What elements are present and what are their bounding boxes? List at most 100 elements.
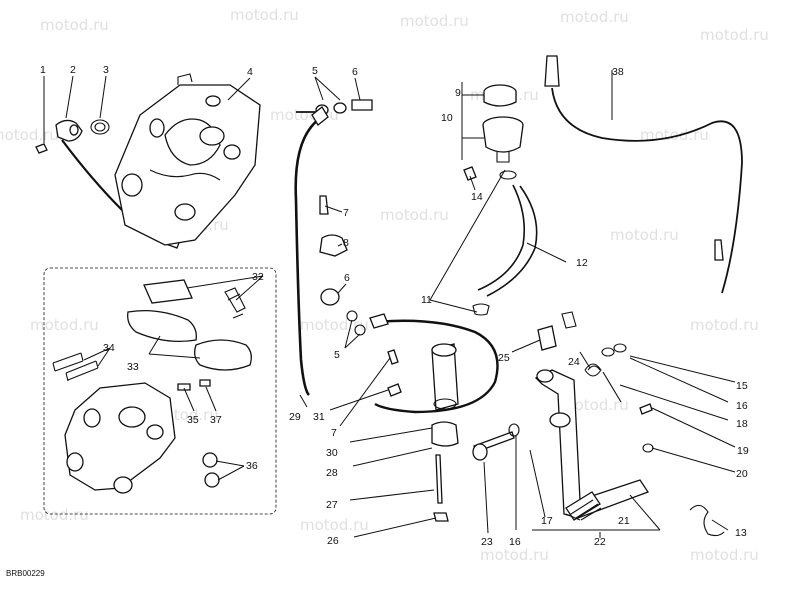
pad-spring — [224, 287, 246, 319]
bleed-screw-cap — [199, 379, 211, 387]
master-cylinder-bottom — [433, 398, 457, 410]
screw — [387, 383, 402, 397]
bleed-screw — [177, 383, 191, 391]
reservoir-body — [482, 124, 524, 153]
caliper-mount-hole — [66, 452, 84, 472]
callout-4: 4 — [247, 66, 253, 78]
brake-pedal — [534, 369, 649, 519]
watermark: motod.ru — [380, 206, 449, 224]
callout-27: 27 — [326, 499, 338, 511]
callout-16: 16 — [509, 536, 521, 548]
hose-end — [369, 313, 389, 329]
nut — [642, 443, 654, 453]
watermark: motod.ru — [480, 546, 549, 564]
watermark: motod.ru — [560, 396, 629, 414]
reservoir-neck — [496, 152, 510, 163]
hose-bracket — [319, 234, 348, 257]
switch-bracket — [561, 311, 577, 329]
rear-caliper-assembly — [35, 73, 261, 249]
callout-18: 18 — [736, 418, 748, 430]
pin-cap-end — [69, 124, 79, 136]
callout-29: 29 — [289, 411, 301, 423]
callout-23: 23 — [481, 536, 493, 548]
caliper-mount-hole — [121, 173, 143, 197]
bleed-screw — [35, 143, 48, 154]
callout-35: 35 — [187, 414, 199, 426]
washer — [613, 343, 627, 353]
caliper-mount-hole — [174, 203, 196, 221]
dust-boot — [202, 452, 218, 468]
screw — [319, 195, 329, 215]
callout-20: 20 — [736, 468, 748, 480]
banjo-fitting — [311, 106, 329, 126]
callout-7: 7 — [331, 427, 337, 439]
watermark-layer: motod.ru motod.ru motod.ru motod.ru moto… — [0, 6, 769, 564]
screw — [639, 403, 653, 415]
callout-13: 13 — [735, 527, 747, 539]
watermark: motod.ru — [300, 516, 369, 534]
watermark: motod.ru — [690, 546, 759, 564]
pedal-rubber-ribs — [570, 499, 602, 521]
callout-30: 30 — [326, 447, 338, 459]
caliper-piston — [118, 406, 146, 428]
push-rod — [435, 454, 443, 504]
callout-21: 21 — [618, 515, 630, 527]
watermark: motod.ru — [700, 26, 769, 44]
callout-3: 3 — [103, 64, 109, 76]
brake-hose — [374, 319, 499, 414]
callout-2: 2 — [70, 64, 76, 76]
brake-pad — [127, 309, 197, 343]
drawing-code: BRB00229 — [6, 569, 45, 578]
banjo-bolt-head — [320, 288, 340, 306]
callout-22: 22 — [594, 536, 606, 548]
caliper-port — [205, 95, 221, 107]
washer — [601, 347, 615, 357]
banjo-bolt — [351, 99, 373, 111]
brake-light-switch — [537, 325, 557, 351]
brake-pad — [194, 339, 252, 371]
callout-38: 38 — [612, 66, 624, 78]
caliper-body — [114, 84, 261, 246]
front-caliper-inset — [43, 267, 277, 515]
watermark: motod.ru — [40, 16, 109, 34]
callout-33: 33 — [127, 361, 139, 373]
callout-labels: 1 2 3 4 5 6 9 10 14 38 7 8 6 5 11 12 32 … — [40, 64, 749, 548]
callout-25: 25 — [498, 352, 510, 364]
caliper-nipple — [177, 73, 193, 85]
pivot-bolt-head — [472, 443, 488, 461]
callout-8: 8 — [343, 237, 349, 249]
spring — [689, 504, 725, 537]
callout-26: 26 — [327, 535, 339, 547]
callout-16: 16 — [736, 400, 748, 412]
caliper-piston — [199, 126, 225, 146]
brake-hoses — [294, 84, 627, 522]
inset-border — [43, 267, 277, 515]
watermark: motod.ru — [20, 506, 89, 524]
callout-12: 12 — [576, 257, 588, 269]
screw — [387, 349, 399, 365]
washer — [354, 324, 366, 336]
reservoir-hose — [477, 184, 538, 297]
pedal-clevis — [536, 369, 554, 383]
callout-14: 14 — [471, 191, 483, 203]
watermark: motod.ru — [560, 8, 629, 26]
washer — [333, 102, 347, 114]
dust-boot — [204, 472, 220, 488]
hose-clamp — [499, 170, 517, 180]
callout-24: 24 — [568, 356, 580, 368]
watermark: motod.ru — [400, 12, 469, 30]
watermark: motod.ru — [30, 316, 99, 334]
pad-shim — [143, 279, 193, 304]
o-ring — [90, 119, 110, 135]
callout-7: 7 — [343, 207, 349, 219]
callout-31: 31 — [313, 411, 325, 423]
master-cylinder-top — [431, 343, 457, 357]
hose-clamp — [472, 303, 490, 316]
callout-15: 15 — [736, 380, 748, 392]
pad-pin-ends — [52, 352, 99, 382]
caliper-rib — [149, 169, 221, 181]
caliper-bolt-boss — [223, 144, 241, 160]
callout-6: 6 — [344, 272, 350, 284]
watermark: motod.ru — [690, 316, 759, 334]
